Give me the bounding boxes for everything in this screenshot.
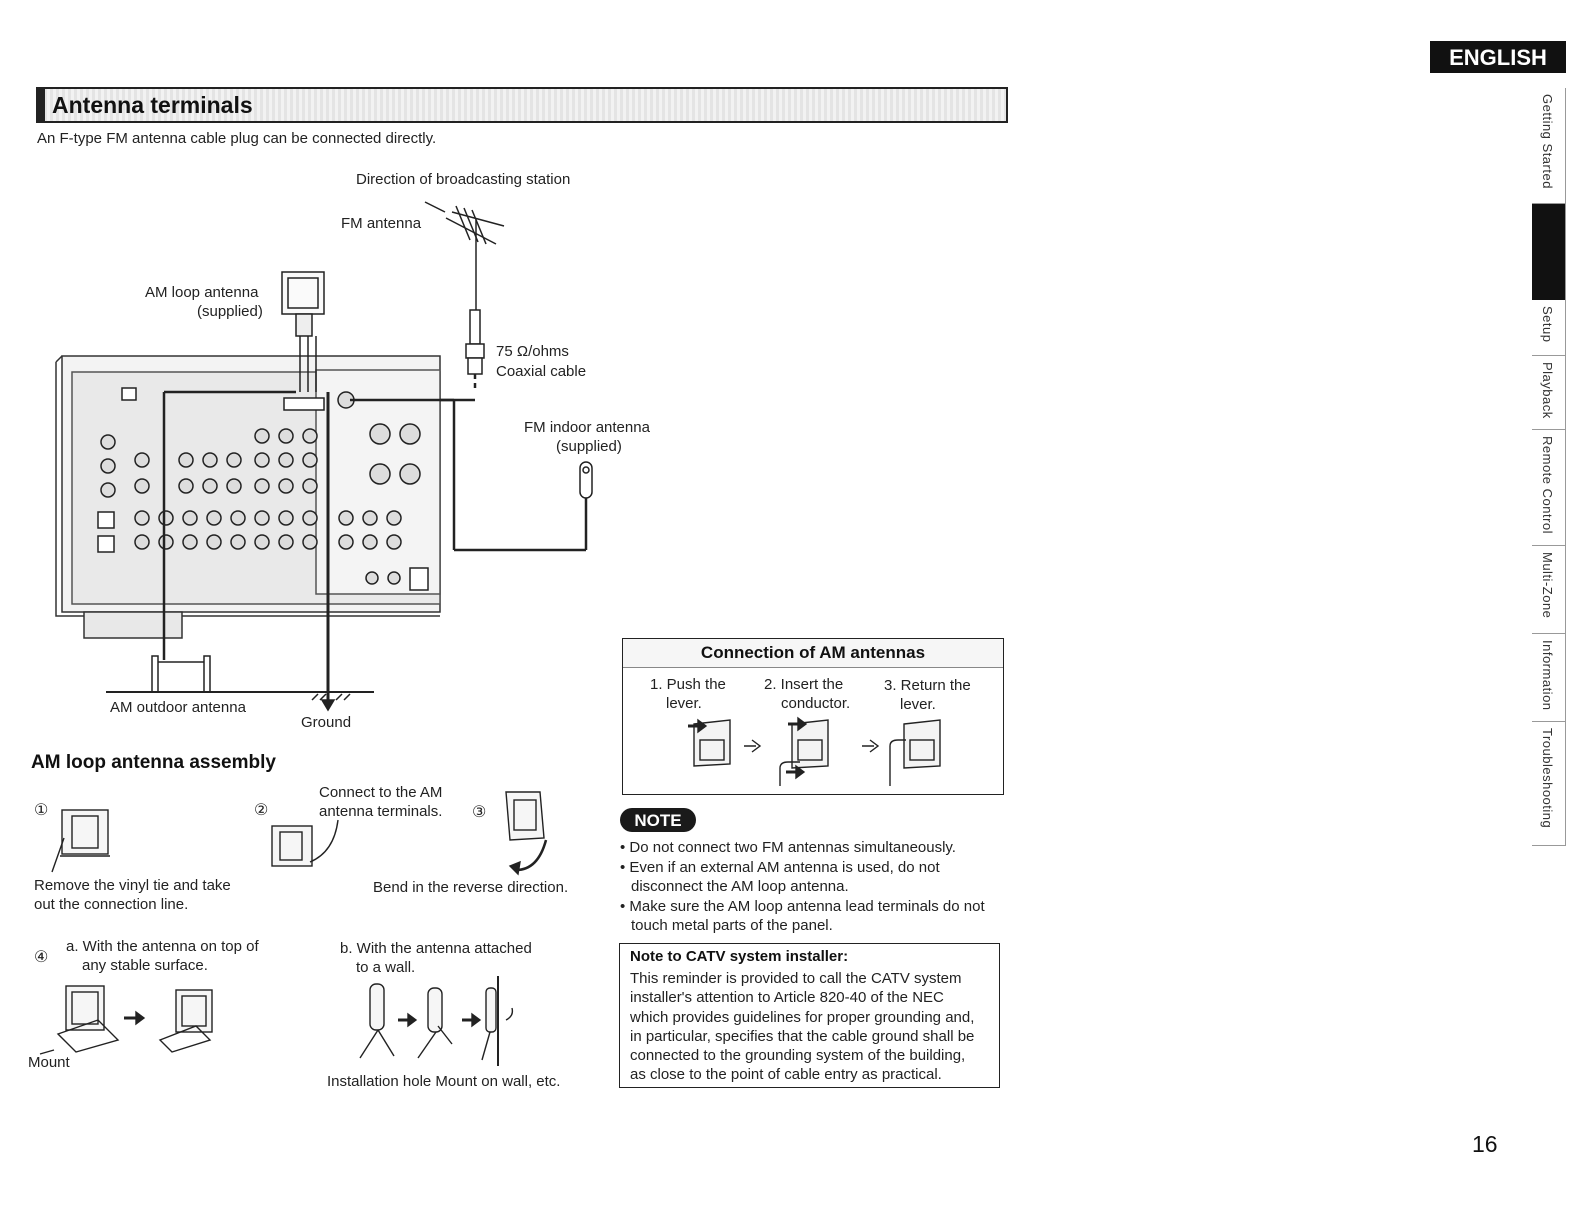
receiver-optical-ports [97,387,429,591]
am-outdoor-antenna-illustration [106,655,374,712]
am-step2-line2: conductor. [781,695,851,712]
assembly-step1-illustration [51,809,110,873]
assembly-step1-text-line2: out the connection line. [34,896,189,913]
note-badge: NOTE [620,808,696,832]
side-tab-getting-started[interactable]: Getting Started [1532,88,1566,204]
assembly-step4b-line2: to a wall. [356,959,416,976]
note-bullet-3-line2: touch metal parts of the panel. [631,917,833,934]
side-tab-label: Getting Started [1540,94,1555,189]
label-direction: Direction of broadcasting station [356,171,571,188]
assembly-step4a-line1: a. With the antenna on top of [66,938,259,955]
catv-line: connected to the grounding system of the… [630,1047,966,1065]
catv-title: Note to CATV system installer: [630,948,849,965]
side-tab-troubleshooting[interactable]: Troubleshooting [1532,722,1566,846]
am-connection-box: Connection of AM antennas [622,638,1004,795]
am-connection-title: Connection of AM antennas [700,643,926,662]
section-intro: An F-type FM antenna cable plug can be c… [37,130,437,147]
note-bullet-1: • Do not connect two FM antennas simulta… [620,839,956,856]
side-tab-label: Multi-Zone [1540,552,1555,619]
label-ground: Ground [301,714,352,731]
am-step1-line1: 1. Push the [650,676,726,693]
receiver-rear-panel [55,355,441,639]
assembly-step4b-illustration [359,976,514,1066]
label-am-loop-line2: (supplied) [197,303,263,320]
assembly-installation-label: Installation hole Mount on wall, etc. [327,1073,561,1090]
label-am-loop-line1: AM loop antenna [145,284,259,301]
side-tab-information[interactable]: Information [1532,634,1566,722]
assembly-step4a-line2: any stable surface. [82,957,208,974]
note-bullet-3-line1: • Make sure the AM loop antenna lead ter… [620,898,985,915]
catv-body: This reminder is provided to call the CA… [630,969,992,1085]
fm-antenna-illustration [350,201,505,402]
side-tab-label: Playback [1540,362,1555,419]
assembly-title: AM loop antenna assembly [31,752,276,773]
label-coax-line1: 75 Ω/ohms [496,343,569,360]
catv-line: which provides guidelines for proper gro… [630,1008,975,1026]
assembly-mount-label: Mount [28,1054,70,1071]
assembly-step3-illustration [505,791,548,876]
label-fm-indoor-line2: (supplied) [556,438,622,455]
am-step2-line1: 2. Insert the [764,676,844,693]
side-tab-playback[interactable]: Playback [1532,356,1566,430]
side-tab-label: Setup [1540,306,1555,343]
am-step3-line1: 3. Return the [884,677,971,694]
assembly-step4a-illustration [39,985,213,1055]
catv-line: in particular, specifies that the cable … [630,1027,975,1045]
side-tab-multi-zone[interactable]: Multi-Zone [1532,546,1566,634]
side-tab-label: Troubleshooting [1540,728,1555,829]
side-tab-label: Remote Control [1540,436,1555,535]
assembly-step1-num: ① [34,802,49,819]
side-tab-remote-control[interactable]: Remote Control [1532,430,1566,546]
assembly-step3-num: ③ [472,804,487,821]
assembly-step4-num: ④ [34,949,49,966]
catv-line: This reminder is provided to call the CA… [630,970,962,987]
fm-indoor-antenna-illustration [440,398,593,552]
section-header-accent [38,89,45,121]
am-loop-antenna-illustration [162,271,330,700]
side-tab-label: Information [1540,640,1555,711]
section-title: Antenna terminals [52,92,253,118]
am-step3-line2: lever. [900,696,936,713]
side-tab-active[interactable] [1532,204,1566,300]
assembly-step4b-line1: b. With the antenna attached [340,940,532,957]
label-fm-antenna: FM antenna [341,215,422,232]
am-connection-illustrations [688,716,941,786]
assembly-step2-text-line1: Connect to the AM [319,784,443,801]
catv-line: installer's attention to Article 820-40 … [630,989,944,1007]
page-number: 16 [1472,1131,1498,1157]
assembly-step2-text-line2: antenna terminals. [319,803,443,820]
assembly-step2-num: ② [254,802,269,819]
assembly-step2-illustration [271,819,339,867]
receiver-jacks [100,391,421,585]
am-connection-header: Connection of AM antennas [623,639,1003,668]
catv-box: Note to CATV system installer: This remi… [619,943,1000,1088]
note-bullet-2-line2: disconnect the AM loop antenna. [631,878,849,895]
language-badge: ENGLISH [1430,41,1566,73]
note-bullet-2-line1: • Even if an external AM antenna is used… [620,859,940,876]
catv-line: as close to the point of cable entry as … [630,1066,942,1084]
label-coax-line2: Coaxial cable [496,363,587,380]
assembly-step1-text-line1: Remove the vinyl tie and take [34,877,231,894]
am-step1-line2: lever. [666,695,702,712]
section-header-bar: Antenna terminals [36,87,1008,123]
label-fm-indoor-line1: FM indoor antenna [524,419,650,436]
assembly-step3-text: Bend in the reverse direction. [373,879,569,896]
label-am-outdoor: AM outdoor antenna [110,699,246,716]
side-tab-setup[interactable]: Setup [1532,300,1566,356]
